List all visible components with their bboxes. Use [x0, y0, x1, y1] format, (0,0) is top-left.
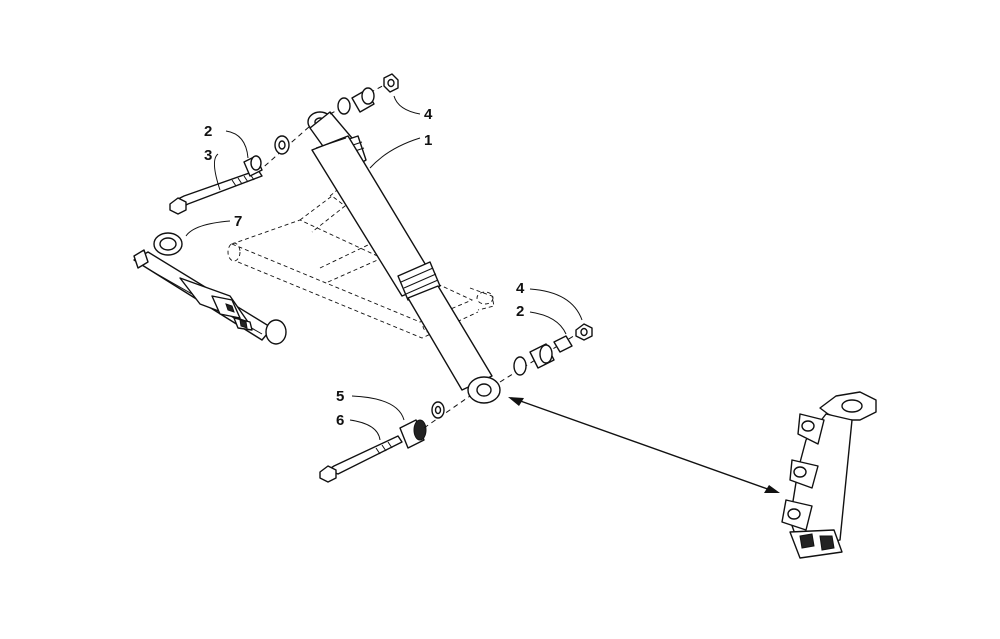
- callout-spacer: 5: [336, 388, 344, 405]
- upper-hardware: [169, 73, 399, 215]
- callout-bushing-lower: 2: [516, 303, 524, 320]
- callout-tool: 7: [234, 213, 242, 230]
- shock-absorber: [307, 111, 501, 404]
- leader-lines: [185, 95, 583, 441]
- lower-hardware: [319, 323, 593, 483]
- callout-shock-absorber: 1: [424, 132, 432, 149]
- callout-lock-nut-lower: 4: [516, 280, 525, 297]
- callout-bolt-upper: 3: [204, 147, 212, 164]
- spindle-knuckle: [781, 391, 877, 559]
- double-arrow: [508, 397, 780, 493]
- callout-bushing-upper: 2: [204, 123, 212, 140]
- callout-lock-nut-upper: 4: [424, 106, 433, 123]
- callout-bolt-lower: 6: [336, 412, 344, 429]
- tool-assembly: [133, 232, 287, 345]
